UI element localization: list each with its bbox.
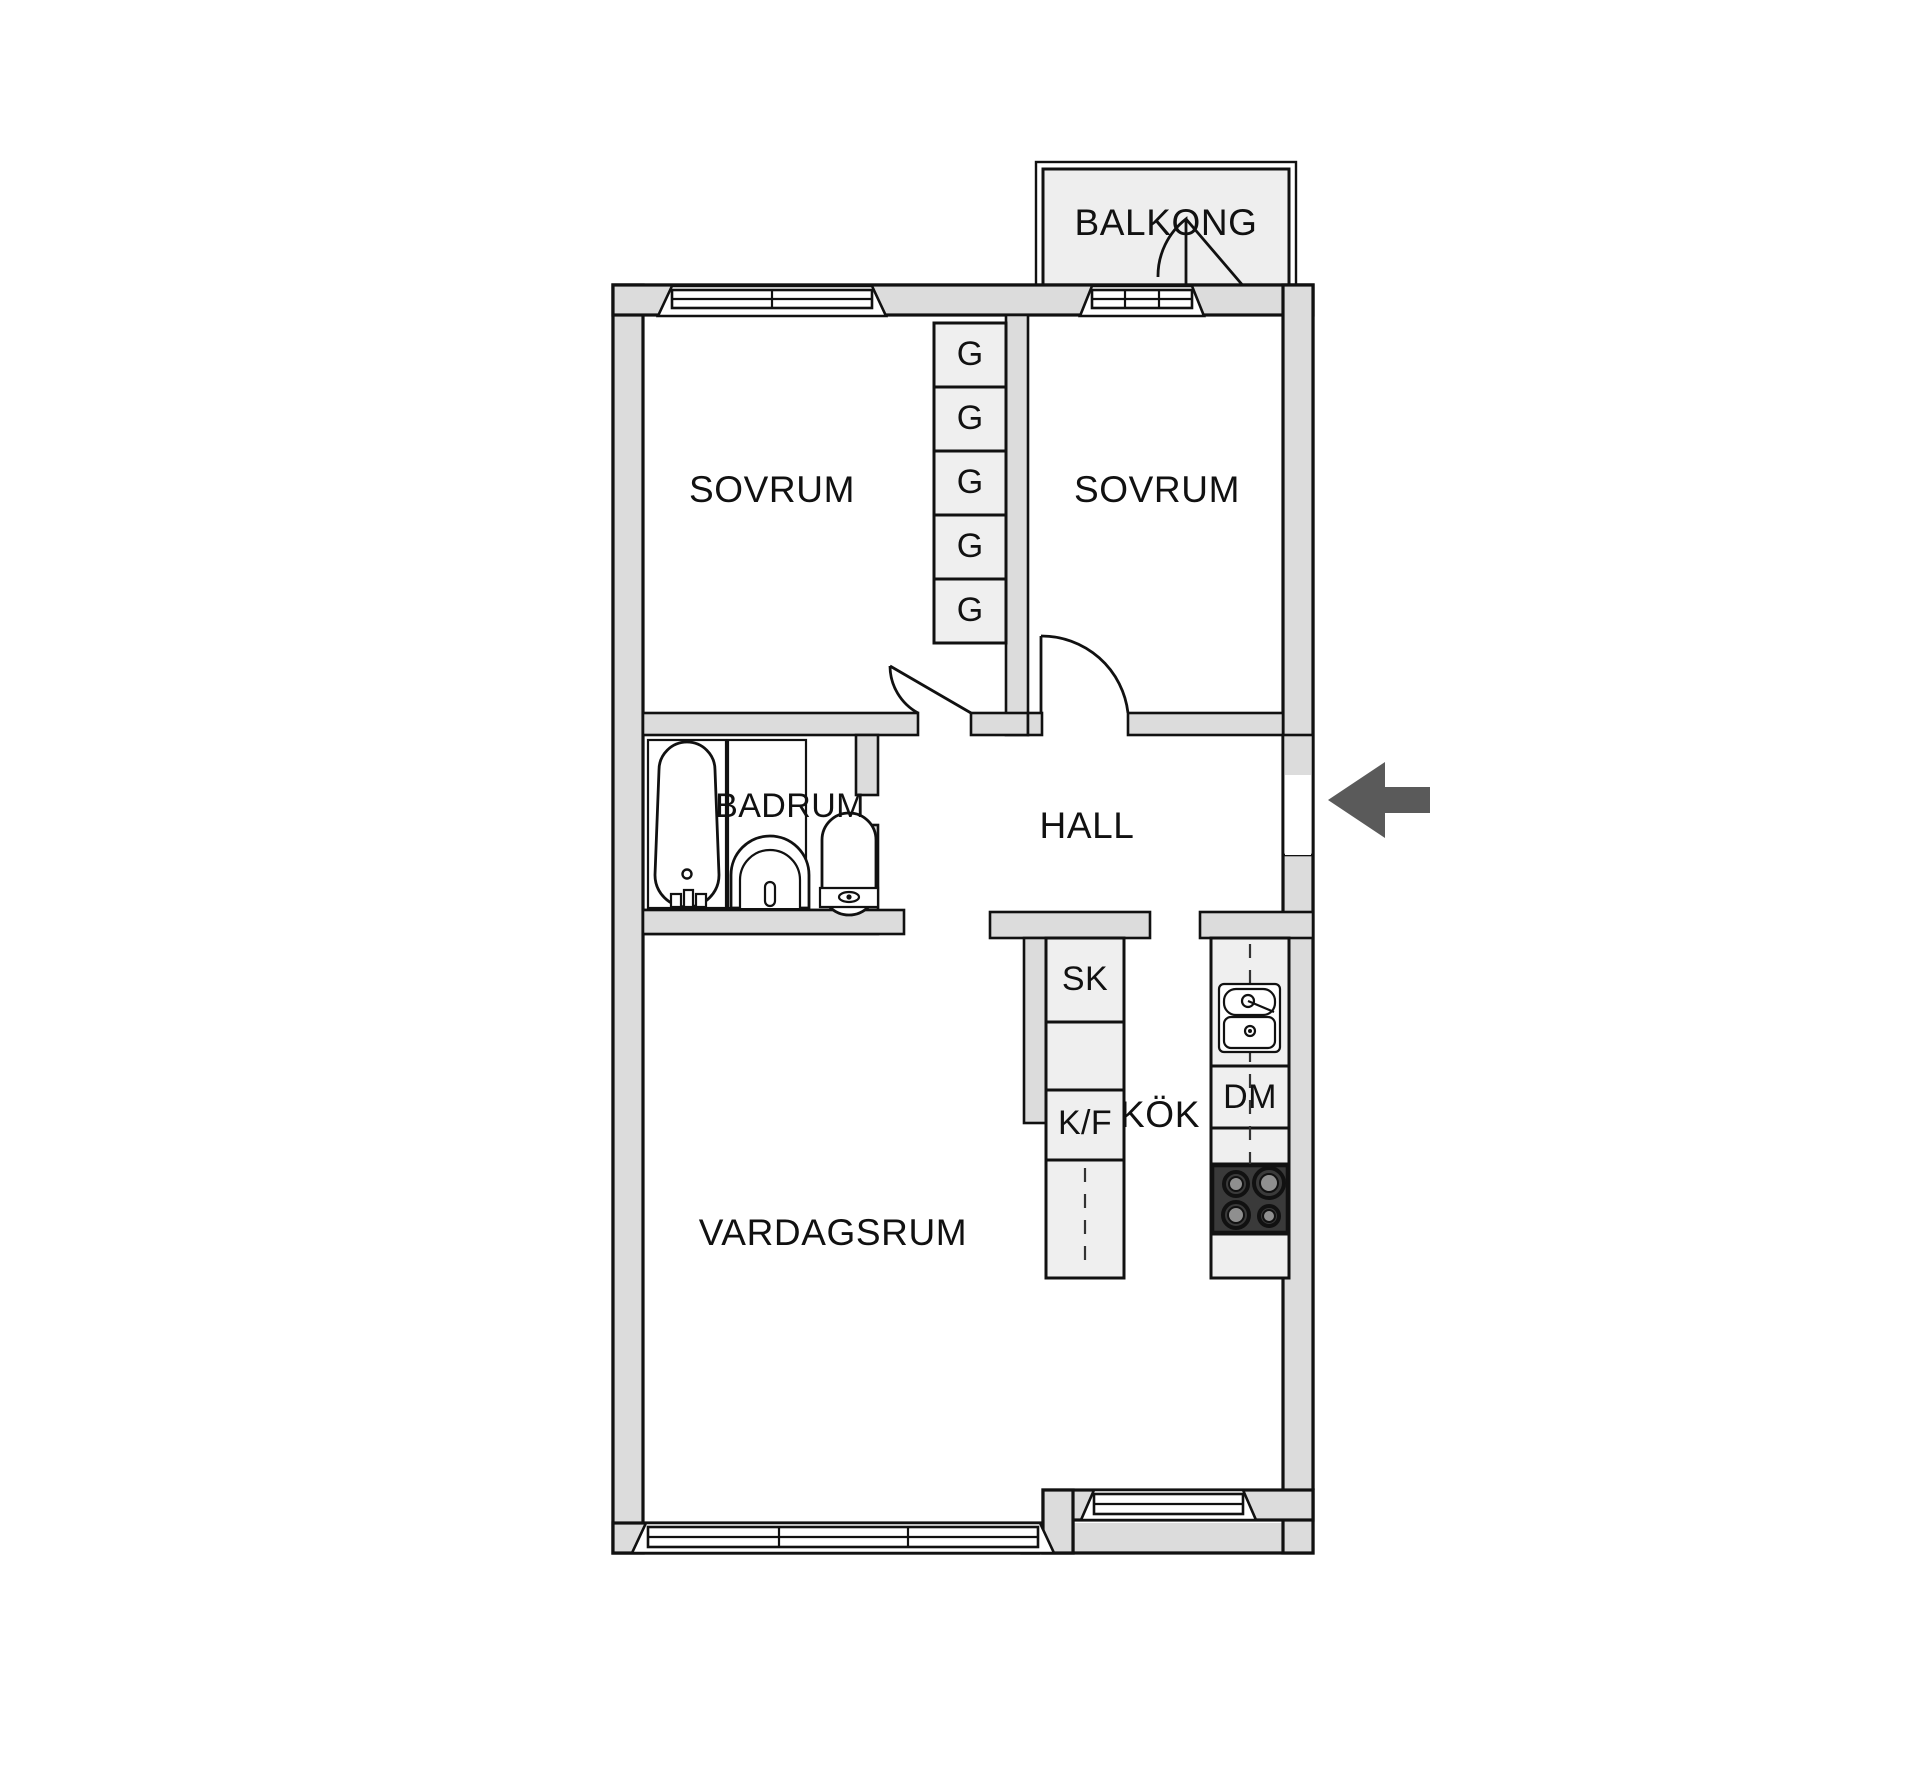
doors [888, 634, 1130, 715]
balcony-door-arc [1156, 216, 1188, 291]
entrance-arrow-shape [1328, 762, 1430, 838]
room-label-sovrum-right: SOVRUM [1074, 469, 1240, 510]
kitchen-faucet-arm-icon [1247, 999, 1275, 1014]
bathtub-drain-icon [681, 868, 693, 880]
stove-burner-1-inner [1228, 1176, 1244, 1192]
wardrobe-cell-5[interactable] [932, 577, 1008, 645]
toilet-flush-dot-icon [846, 894, 852, 900]
wardrobe-label-2: G [957, 399, 983, 437]
wall-kitchen-T-top [988, 910, 1152, 940]
room-label-vardagsrum: VARDAGSRUM [699, 1212, 967, 1253]
wardrobe-label-5: G [957, 591, 983, 629]
wall-bathroom-upper-right [854, 733, 880, 797]
stove-burner-1-outer [1222, 1170, 1250, 1198]
bathtub-icon [653, 740, 721, 909]
window-left-bedroom [655, 284, 889, 318]
wall-right-bedroom-south-a [1026, 711, 1044, 737]
entrance-opening [1285, 775, 1311, 855]
fridge-freezer-unit[interactable] [1044, 1088, 1126, 1162]
stove-burner-3-inner [1227, 1206, 1245, 1224]
stove-burner-4-inner [1262, 1209, 1276, 1223]
sink-faucet-icon [763, 880, 777, 908]
wall-kitchen-right-top [1198, 910, 1315, 940]
room-label-balkong: BALKONG [1074, 202, 1257, 243]
pantry-unit[interactable] [1044, 936, 1126, 1024]
door-left-bedroom-leaf [889, 664, 972, 715]
wardrobe-label-4: G [957, 527, 983, 565]
stove-burner-2-inner [1259, 1173, 1279, 1193]
wall-kitchen-T-stem [1022, 936, 1048, 1125]
window-right-bedroom [1078, 284, 1206, 318]
wall-left-exterior [611, 283, 645, 1555]
door-left-bedroom-arc [888, 665, 919, 715]
balcony-door-leaf [1184, 218, 1247, 289]
bathtub-faucet-left [669, 892, 683, 909]
stove-burner-4-outer [1257, 1204, 1281, 1228]
stove-burner-3-outer [1221, 1200, 1251, 1230]
wall-bedroom-divider [1004, 313, 1030, 737]
kitchen-counter-unit-a[interactable] [1044, 1020, 1126, 1092]
wardrobe-cell-4[interactable] [932, 513, 1008, 581]
balcony-area: BALKONG [1034, 160, 1298, 294]
stove-burner-2-outer [1252, 1166, 1286, 1200]
bathtub-faucet-center [682, 888, 695, 909]
kitchen-right-units: DM [1209, 936, 1291, 1280]
interior-walls [641, 313, 1315, 936]
dishwasher-label: DM [1223, 1078, 1277, 1116]
wardrobe-label-1: G [957, 335, 983, 373]
kitchen-walls [988, 910, 1315, 1125]
room-labels: SOVRUM SOVRUM BADRUM HALL KÖK VARDAGSRUM [689, 469, 1240, 1253]
fridge-label: K/F [1058, 1104, 1112, 1142]
door-right-bedroom-arc [1040, 634, 1130, 714]
entrance-arrow-icon [1328, 762, 1430, 838]
bathroom-fixtures [646, 738, 880, 917]
wall-left-bedroom-south-b [969, 711, 1030, 737]
wardrobe-cell-2[interactable] [932, 385, 1008, 453]
wall-bottom-step-vertical [1041, 1488, 1075, 1555]
window-kitchen [1079, 1488, 1258, 1522]
wardrobe-label-3: G [957, 463, 983, 501]
window-living-room [629, 1521, 1057, 1555]
wall-right-bedroom-south-b [1126, 711, 1285, 737]
wardrobe-column: G G G G G [932, 321, 1008, 645]
kitchen-counter-unit-d[interactable] [1209, 1232, 1291, 1280]
wall-livingroom-north [641, 908, 906, 936]
room-label-kok: KÖK [1120, 1094, 1200, 1135]
wardrobe-cell-1[interactable] [932, 321, 1008, 389]
pantry-label: SK [1062, 960, 1108, 998]
bathtub-faucet-right [694, 892, 708, 909]
room-label-sovrum-left: SOVRUM [689, 469, 855, 510]
room-label-hall: HALL [1040, 805, 1135, 846]
sink-bowl-icon [738, 848, 802, 908]
room-label-badrum: BADRUM [715, 787, 865, 825]
wall-left-bedroom-south-a [641, 711, 920, 737]
kitchen-left-units: SK K/F [1044, 936, 1126, 1280]
kitchen-sink-drain-dot-icon [1248, 1029, 1252, 1033]
